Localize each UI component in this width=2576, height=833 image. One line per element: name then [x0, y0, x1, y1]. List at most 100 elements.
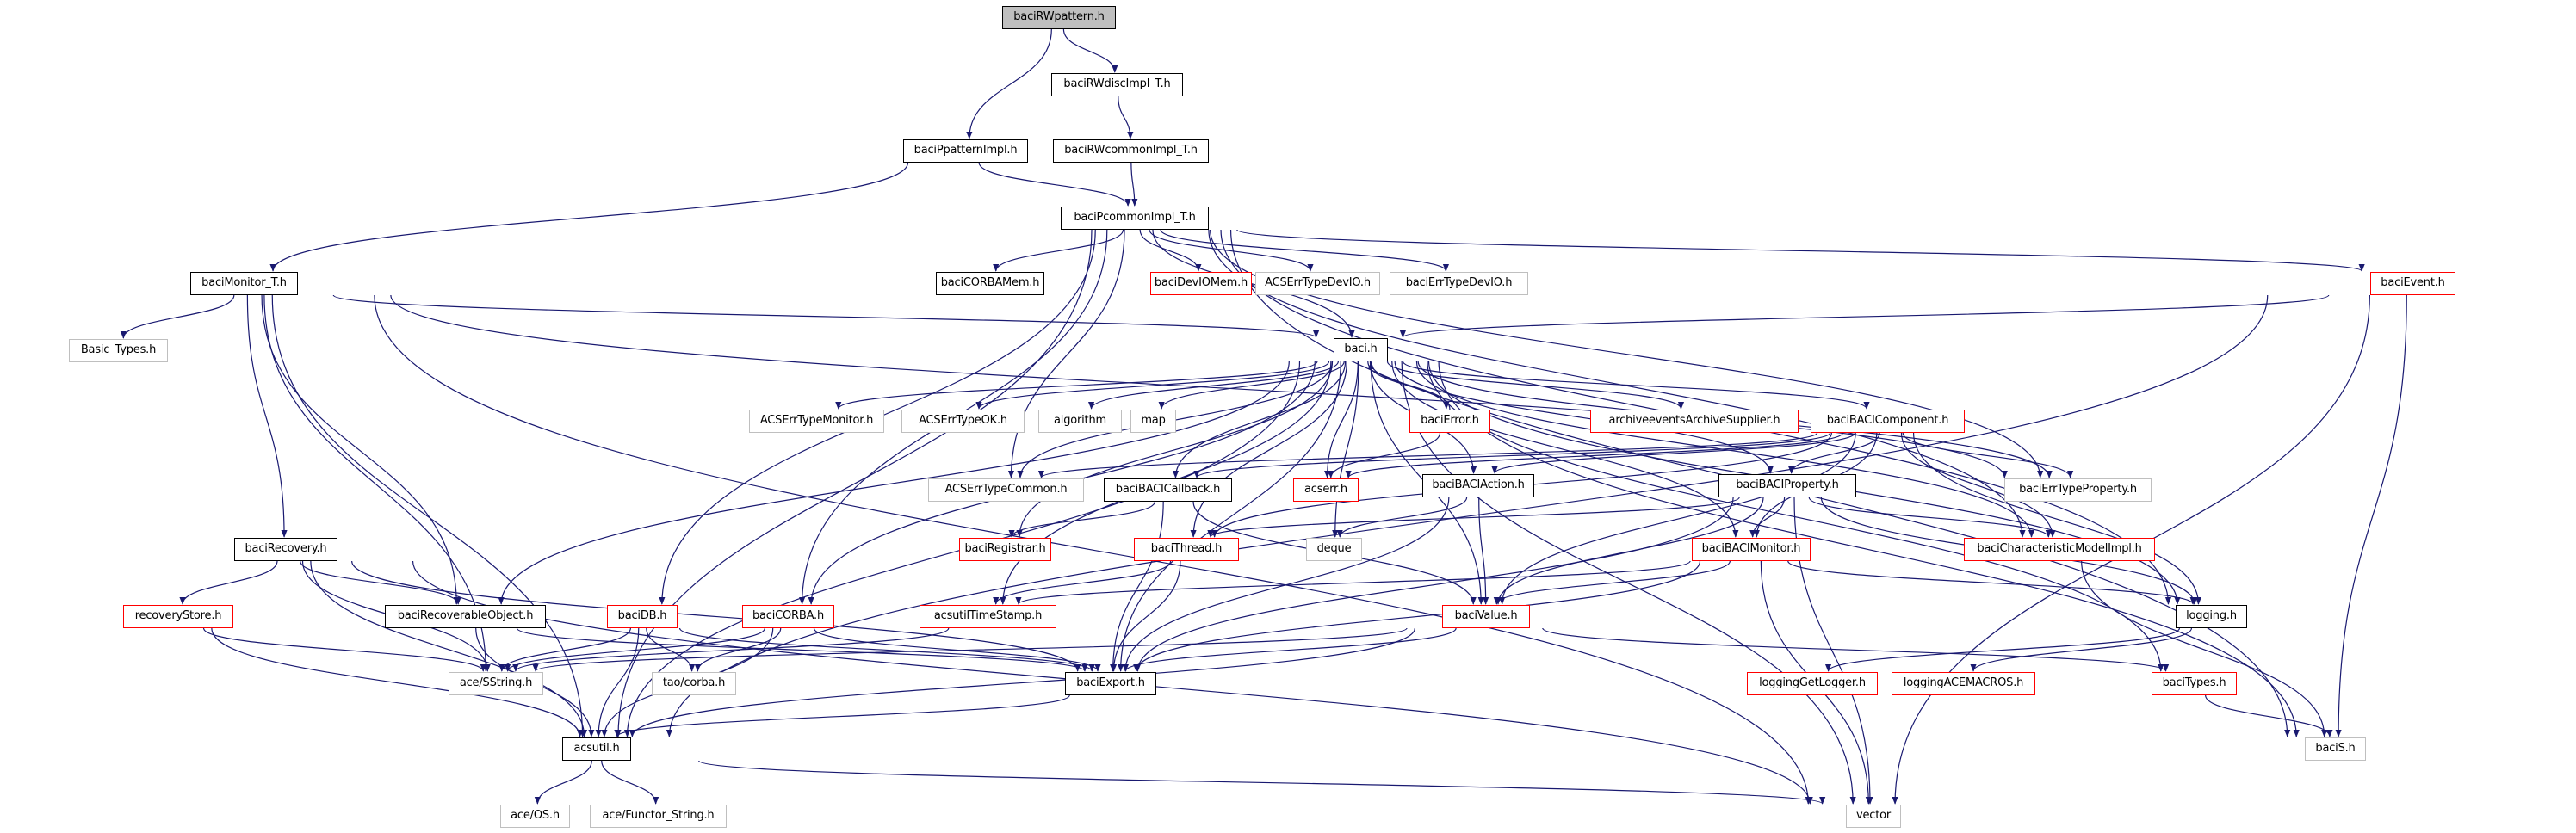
node-bacidb[interactable]: baciDB.h [607, 605, 678, 628]
edge-bacidb-to-tao_corba [646, 627, 696, 672]
node-bacierrtypeproperty[interactable]: baciErrTypeProperty.h [2004, 478, 2152, 502]
node-ace-sstring[interactable]: ace/SString.h [449, 672, 543, 695]
edge-bacipcommonimpl_t-to-baci [1152, 229, 1355, 338]
node-loggingacemacros[interactable]: loggingACEMACROS.h [1892, 672, 2035, 695]
node-acserr[interactable]: acserr.h [1293, 478, 1359, 502]
node-bacibaciproperty[interactable]: baciBACIProperty.h [1718, 474, 1856, 497]
node-label: baciPpatternImpl.h [913, 144, 1018, 157]
node-recoverystore[interactable]: recoveryStore.h [123, 605, 233, 628]
edge-bacibacimonitor-to-acsutiltimestamp [1015, 560, 1691, 605]
node-label: baciDevIOMem.h [1154, 276, 1248, 289]
edge-recoverystore-to-acsutil [211, 627, 584, 737]
node-acserrtypecommon[interactable]: ACSErrTypeCommon.h [928, 478, 1084, 502]
edge-bacibacicallback-to-baciregistrar [1008, 501, 1155, 538]
node-bacirecoverableobject[interactable]: baciRecoverableObject.h [385, 605, 546, 628]
node-archiveevents[interactable]: archiveeventsArchiveSupplier.h [1590, 410, 1799, 433]
edge-bacibaciproperty-to-bacibacimonitor [1749, 497, 1786, 538]
node-logging[interactable]: logging.h [2176, 605, 2247, 628]
node-tao-corba[interactable]: tao/corba.h [652, 672, 736, 695]
edge-bacipcommonimpl_t-to-acserrtypecommon [1007, 229, 1125, 478]
edge-baci-to-baciregistrar [1016, 361, 1334, 538]
node-acserrtypedevio[interactable]: ACSErrTypeDevIO.h [1255, 272, 1380, 295]
node-acserrtypeok[interactable]: ACSErrTypeOK.h [901, 410, 1025, 433]
node-label: map [1141, 414, 1166, 427]
node-label: deque [1316, 542, 1352, 555]
edge-bacievent-to-acsutil [666, 294, 2269, 737]
edge-bacibaciproperty-to-bacithread [1207, 497, 1740, 538]
node-label: acserr.h [1304, 483, 1347, 496]
node-bacibaciaction[interactable]: baciBACIAction.h [1422, 474, 1534, 497]
node-bacirecovery[interactable]: baciRecovery.h [234, 538, 337, 561]
edge-bacibacimonitor-to-baciexport [1133, 560, 1701, 672]
node-logginggetlogger[interactable]: loggingGetLogger.h [1747, 672, 1878, 695]
edge-baci-to-acserrtypemonitor [835, 361, 1318, 410]
node-label: baciBACIProperty.h [1736, 478, 1839, 491]
node-bacippatternimpl[interactable]: baciPpatternImpl.h [903, 139, 1028, 163]
node-label: acsutilTimeStamp.h [933, 609, 1043, 622]
node-acserrtypemonitor[interactable]: ACSErrTypeMonitor.h [749, 410, 884, 433]
node-ace-os[interactable]: ace/OS.h [500, 805, 570, 828]
node-bacis[interactable]: baciS.h [2305, 737, 2366, 761]
node-bacipcommonimpl-t[interactable]: baciPcommonImpl_T.h [1061, 207, 1209, 230]
edge-bacibacicomponent-to-bacibacicallback [1193, 432, 1831, 478]
node-basic-types[interactable]: Basic_Types.h [69, 339, 168, 362]
edge-bacibacicomponent-to-bacierrtypeproperty [1902, 432, 2074, 478]
edge-baci-to-acserrtypeok [975, 361, 1330, 410]
edge-bacirecovery-to-acsutil [310, 560, 588, 737]
edge-baciexport-to-acsutil [614, 694, 1070, 737]
edge-acsutil-to-ace_os [534, 760, 592, 805]
edge-bacirwpattern-to-bacippatternimpl [966, 28, 1052, 139]
node-bacideviomem[interactable]: baciDevIOMem.h [1150, 272, 1252, 295]
node-map[interactable]: map [1130, 410, 1176, 433]
node-bacierror[interactable]: baciError.h [1409, 410, 1490, 433]
node-bacicharacteristicmodelimpl[interactable]: baciCharacteristicModelImpl.h [1964, 538, 2155, 561]
edge-bacippatternimpl-to-bacimonitor_t [269, 162, 909, 272]
node-baciregistrar[interactable]: baciRegistrar.h [959, 538, 1051, 561]
node-baci[interactable]: baci.h [1334, 338, 1388, 361]
node-bacimonitor-t[interactable]: baciMonitor_T.h [190, 272, 298, 295]
node-bacirwcommonimpl-t[interactable]: baciRWcommonImpl_T.h [1053, 139, 1209, 163]
edge-bacipcommonimpl_t-to-acserrtypedevio [1149, 229, 1314, 272]
node-label: baciBACICallback.h [1115, 483, 1221, 496]
node-bacibacicomponent[interactable]: baciBACIComponent.h [1811, 410, 1965, 433]
node-ace-functor-string[interactable]: ace/Functor_String.h [590, 805, 727, 828]
node-algorithm[interactable]: algorithm [1038, 410, 1122, 433]
edge-bacicharacteristicmodelimpl-to-bacis [2081, 560, 2328, 737]
node-bacievent[interactable]: baciEvent.h [2370, 272, 2455, 295]
edge-bacipcommonimpl_t-to-bacierrtypedevio [1160, 229, 1449, 272]
edge-bacivalue-to-acsutil [629, 627, 1415, 737]
node-bacirwdiscimpl-t[interactable]: baciRWdiscImpl_T.h [1051, 73, 1183, 96]
node-bacibacicallback[interactable]: baciBACICallback.h [1104, 478, 1232, 502]
node-label: baciBACIAction.h [1432, 478, 1525, 491]
edge-bacirwdiscimpl_t-to-bacirwcommonimpl_t [1118, 96, 1134, 139]
node-label: baciValue.h [1454, 609, 1518, 622]
node-bacirwpattern[interactable]: baciRWpattern.h [1002, 6, 1116, 29]
node-label: loggingACEMACROS.h [1903, 676, 2024, 689]
node-baciexport[interactable]: baciExport.h [1065, 672, 1156, 695]
node-bacithread[interactable]: baciThread.h [1134, 538, 1239, 561]
node-bacicorbamem[interactable]: baciCORBAMem.h [936, 272, 1044, 295]
node-bacibacimonitor[interactable]: baciBACIMonitor.h [1692, 538, 1811, 561]
node-label: baciRWpattern.h [1013, 10, 1105, 23]
edge-baci-to-algorithm [1088, 361, 1340, 410]
node-acsutiltimestamp[interactable]: acsutilTimeStamp.h [920, 605, 1056, 628]
edge-bacithread-to-acsutiltimestamp [993, 560, 1172, 605]
node-bacicorba[interactable]: baciCORBA.h [742, 605, 834, 628]
edge-baci-to-bacithread [1190, 361, 1347, 538]
node-bacierrtypedevio[interactable]: baciErrTypeDevIO.h [1390, 272, 1528, 295]
node-vector[interactable]: vector [1846, 805, 1901, 828]
edge-bacimonitor_t-to-acsutil [271, 294, 586, 737]
node-bacitypes[interactable]: baciTypes.h [2152, 672, 2237, 695]
edge-bacirecoverableobject-to-baciexport [516, 627, 1088, 672]
edge-bacipcommonimpl_t-to-bacideviomem [1139, 229, 1202, 272]
edge-logging-to-loggingacemacros [1970, 627, 2193, 672]
node-deque[interactable]: deque [1306, 538, 1362, 561]
edge-bacippatternimpl-to-bacipcommonimpl_t [978, 162, 1131, 207]
edge-bacirecovery-to-baciexport [351, 560, 1081, 672]
node-label: ace/OS.h [511, 809, 560, 822]
node-label: baciCharacteristicModelImpl.h [1977, 542, 2142, 555]
node-acsutil[interactable]: acsutil.h [562, 737, 631, 761]
node-bacivalue[interactable]: baciValue.h [1442, 605, 1530, 628]
node-label: baciThread.h [1150, 542, 1223, 555]
